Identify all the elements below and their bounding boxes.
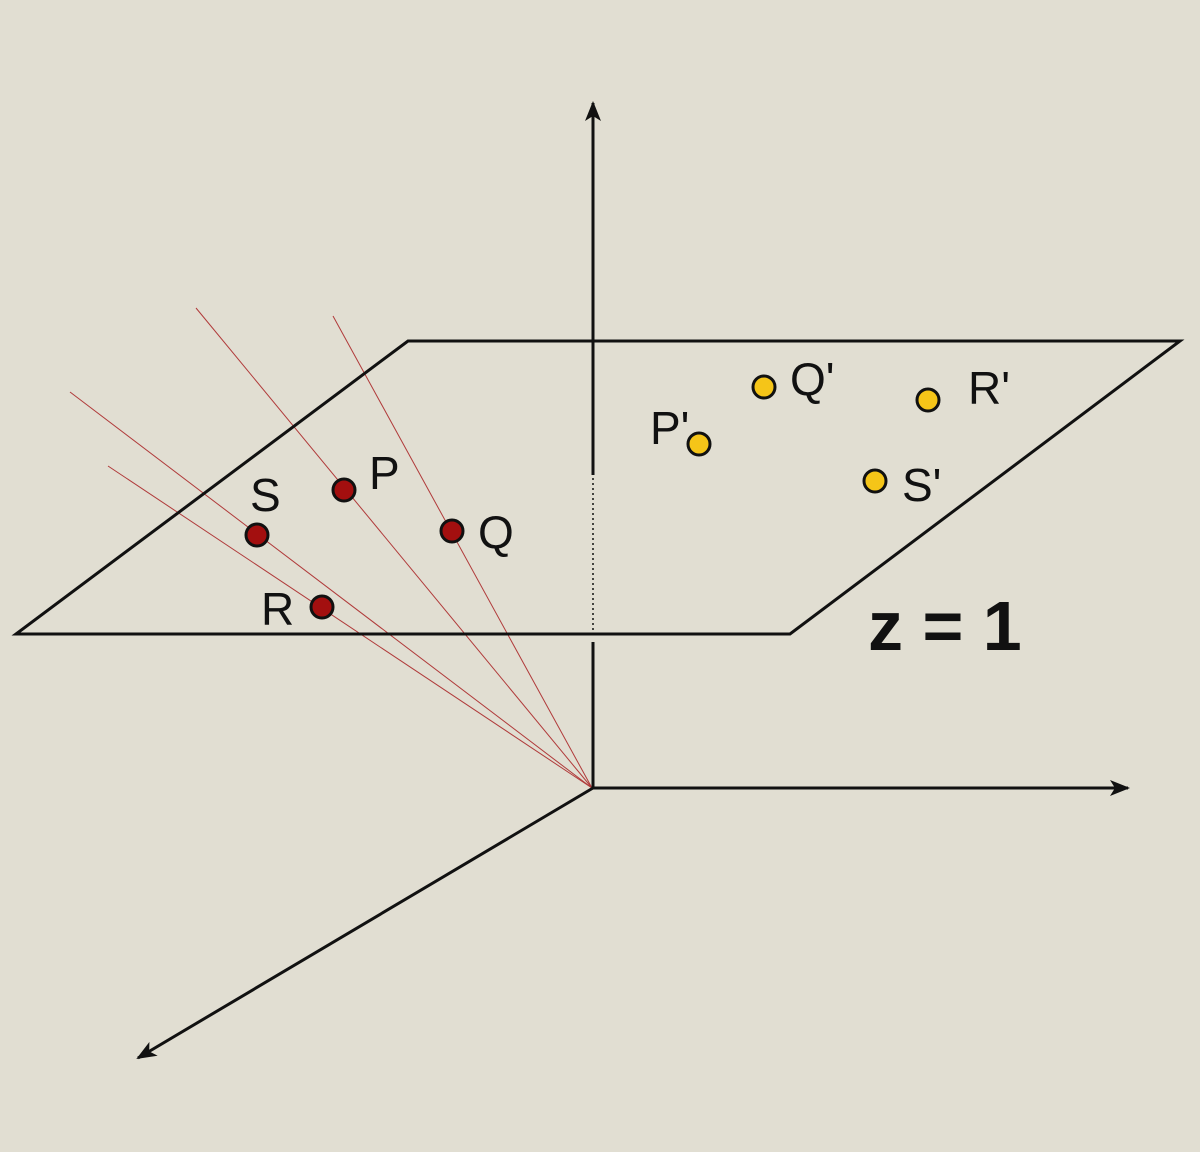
ray-through-p — [195, 307, 593, 789]
label-s-prime: S' — [902, 459, 941, 511]
point-s — [244, 522, 270, 548]
red-points — [244, 477, 465, 620]
label-r: R — [261, 583, 294, 635]
projection-rays — [69, 307, 593, 789]
point-r-prime — [915, 387, 941, 413]
point-q-prime — [751, 374, 777, 400]
ray-through-s — [69, 391, 593, 789]
plane-z1 — [11, 339, 1185, 636]
yellow-points — [686, 374, 941, 494]
label-p-prime: P' — [650, 402, 689, 454]
label-q: Q — [478, 506, 514, 558]
label-r-prime: R' — [968, 362, 1010, 414]
point-p — [331, 477, 357, 503]
point-labels: S P Q R P' Q' R' S' — [250, 353, 1010, 635]
axes — [136, 101, 1130, 1060]
point-s-prime — [862, 468, 888, 494]
point-q — [439, 518, 465, 544]
point-p-prime — [686, 431, 712, 457]
label-p: P — [369, 447, 400, 499]
ray-through-r — [107, 465, 593, 789]
y-axis — [136, 786, 594, 1060]
label-s: S — [250, 469, 281, 521]
plane-equation-label: z = 1 — [868, 587, 1022, 665]
label-q-prime: Q' — [790, 353, 835, 405]
point-r — [309, 594, 335, 620]
ray-through-q — [332, 315, 593, 789]
